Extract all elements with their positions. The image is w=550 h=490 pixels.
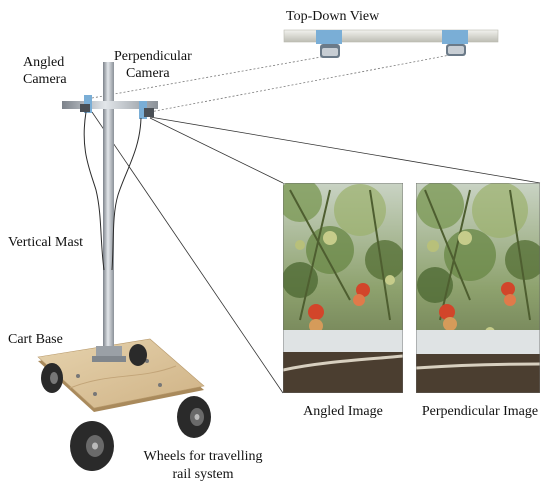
projection-lines xyxy=(91,54,541,394)
fov-line-mid xyxy=(149,117,284,184)
fov-line-bottom xyxy=(91,111,284,394)
cables xyxy=(83,111,142,271)
cart-base-label: Cart Base xyxy=(8,332,63,347)
fov-line-top xyxy=(149,116,541,184)
angled-camera-label-line2: Camera xyxy=(23,72,67,87)
top-down-view-label: Top-Down View xyxy=(286,9,380,24)
perpendicular-camera-label-line2: Camera xyxy=(126,66,170,81)
wheels xyxy=(41,344,211,471)
camera-icon xyxy=(139,101,154,119)
angled-image-caption: Angled Image xyxy=(303,404,383,419)
vertical-mast xyxy=(92,62,126,362)
dotted-line-perpendicular-to-topview xyxy=(149,54,451,113)
dotted-line-angled-to-topview xyxy=(91,56,322,99)
wheels-label-line2: rail system xyxy=(172,467,234,482)
wheel-icon xyxy=(177,396,211,438)
angled-camera-label-line1: Angled xyxy=(23,55,65,70)
perpendicular-image xyxy=(416,183,540,393)
top-down-rail xyxy=(283,29,499,58)
wheel-icon xyxy=(70,421,114,471)
camera-icon xyxy=(316,30,342,58)
perpendicular-image-caption: Perpendicular Image xyxy=(421,404,539,419)
wheels-label-line1: Wheels for travelling xyxy=(143,449,263,464)
camera-icon xyxy=(442,30,468,56)
perpendicular-camera-label-line1: Perpendicular xyxy=(114,49,192,64)
wheel-icon xyxy=(41,363,63,393)
vertical-mast-label: Vertical Mast xyxy=(8,235,84,250)
camera-icon xyxy=(80,95,92,113)
crossbar xyxy=(62,95,158,119)
angled-image xyxy=(283,183,403,393)
wheel-icon xyxy=(129,344,147,366)
cart-base xyxy=(37,338,205,412)
